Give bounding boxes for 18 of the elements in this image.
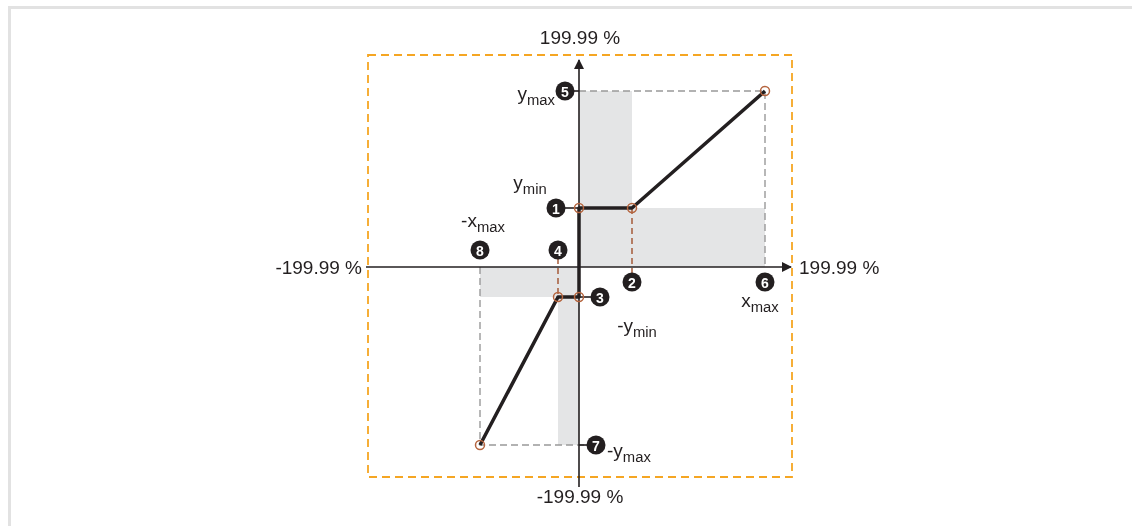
callout-number: 4: [548, 240, 568, 260]
axis-value-label: -x$_{max}$: [461, 210, 505, 230]
axis-value-label: x$_{max}$: [741, 290, 779, 310]
callout-number: 1: [546, 198, 566, 218]
callout-number: 7: [586, 435, 606, 455]
axis-value-label: -y$_{min}$: [617, 315, 657, 335]
callout-number: 5: [555, 81, 575, 101]
axis-value-label: -y$_{max}$: [607, 440, 651, 460]
axis-value-label: y$_{min}$: [513, 172, 547, 192]
axis-limit-label: 199.99 %: [539, 27, 621, 47]
axis-limit-label: 199.99 %: [799, 257, 880, 277]
callout-number: 8: [470, 240, 490, 260]
callout-number: 2: [622, 272, 642, 292]
axis-limit-label: -199.99 %: [536, 486, 624, 506]
callout-number: 3: [590, 287, 610, 307]
callout-number: 6: [755, 272, 775, 292]
axis-limit-label: -199.99 %: [275, 257, 362, 277]
axis-value-label: y$_{max}$: [517, 83, 555, 103]
